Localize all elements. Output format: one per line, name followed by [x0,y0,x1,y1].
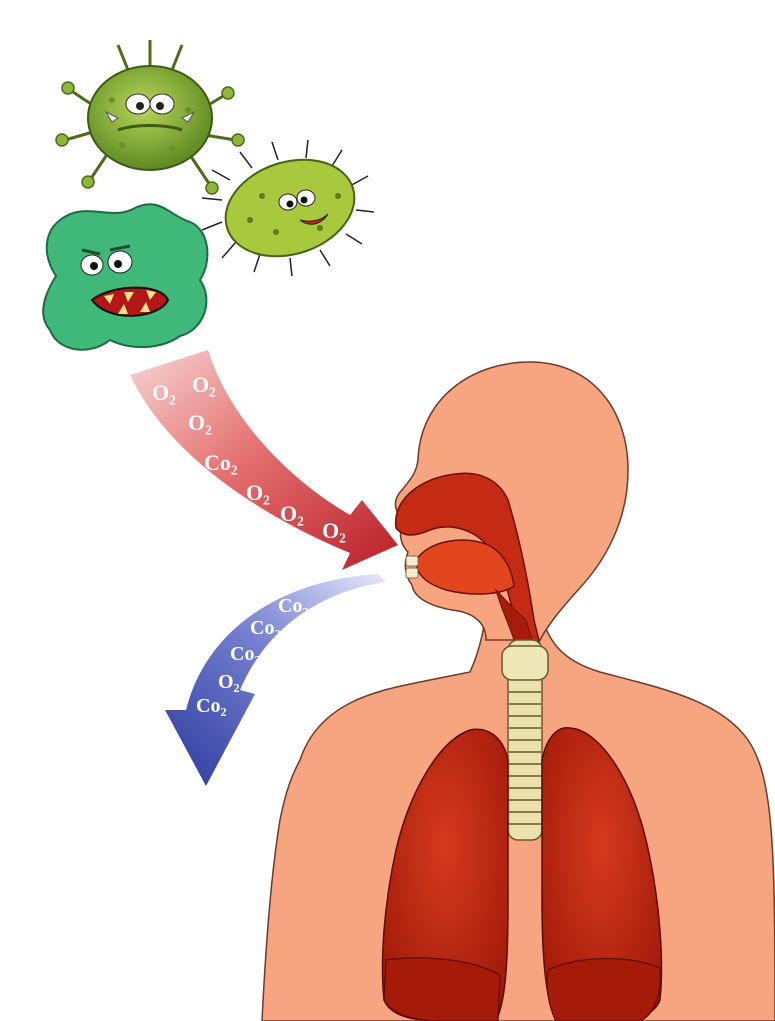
inhaled-gas-label-3: O₂ [188,410,212,435]
inhaled-gas-label-5: O₂ [246,480,270,505]
left-lung-lower-lobe [547,958,660,1021]
exhaled-gas-label-1: Co₂ [278,595,308,617]
human-figure [262,362,775,1021]
inhale-arrow: O₂ O₂ O₂ Co₂ O₂ O₂ O₂ [130,350,398,570]
lime-bacterium-icon [202,140,374,276]
inhaled-gas-label-2: O₂ [192,372,216,397]
inhaled-gas-label-4: Co₂ [204,450,238,475]
teal-amoeba-icon [43,204,207,349]
exhaled-gas-label-4: O₂ [218,671,240,693]
exhaled-gas-label-3: Co₂ [230,643,260,665]
lower-teeth [406,568,418,578]
exhaled-gas-label-2: Co₂ [250,617,280,639]
trachea [502,640,548,840]
inhaled-gas-label-7: O₂ [322,518,346,543]
inhaled-gas-label-1: O₂ [152,380,176,405]
olive-virus-icon [56,40,244,194]
upper-teeth [406,556,418,566]
inhaled-gas-label-6: O₂ [280,501,304,526]
exhaled-gas-label-5: Co₂ [196,695,226,717]
right-lung-lower-lobe [384,958,500,1021]
